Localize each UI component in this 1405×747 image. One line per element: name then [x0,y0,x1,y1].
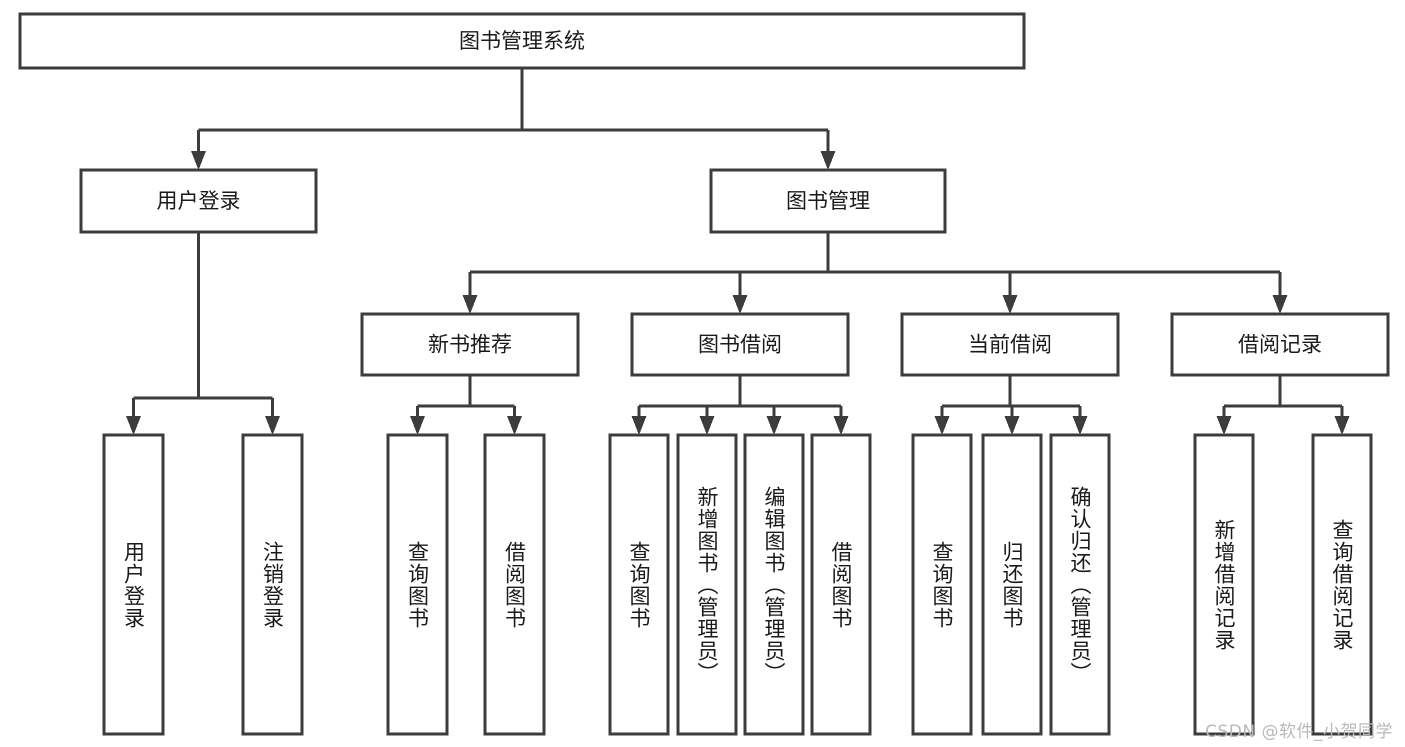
node-current-borrow[interactable]: 当前借阅 [900,312,1120,377]
arrow-head-nbr-borrow [507,416,522,435]
watermark-label: CSDN @软件_小贺同学 [1205,722,1393,742]
node-box-br-add[interactable] [1193,433,1255,736]
node-book-manage[interactable]: 图书管理 [709,168,947,234]
node-book-borrow[interactable]: 图书借阅 [630,312,850,377]
node-label-current-borrow: 当前借阅 [968,333,1052,357]
arrow-head-book-manage [820,151,836,170]
edge-group-user-login [126,232,280,435]
arrow-head-bb-borrow [833,416,849,435]
node-box-book-borrow[interactable] [630,312,850,377]
node-box-cb-query[interactable] [911,433,973,736]
arrow-head-cb-confirm [1072,416,1088,435]
arrow-head-bb-query [631,416,647,435]
edge-group-book-borrow [631,375,849,435]
node-bb-query[interactable] [608,433,670,736]
arrow-head-leaf-logout [265,416,280,435]
node-cb-return[interactable] [981,433,1043,736]
node-label-root: 图书管理系统 [459,29,585,53]
node-root[interactable]: 图书管理系统 [18,12,1026,70]
node-box-borrow-record[interactable] [1170,312,1390,377]
node-user-login[interactable]: 用户登录 [79,168,318,234]
arrow-head-bb-edit [766,416,782,435]
edge-group-root [191,68,836,170]
node-cb-confirm[interactable] [1049,433,1111,736]
arrow-head-leaf-user-login [126,416,141,435]
arrow-head-borrow-record [1272,295,1288,314]
node-box-br-query[interactable] [1311,433,1373,736]
edge-layer [126,68,1350,435]
node-box-leaf-logout[interactable] [241,433,304,736]
node-box-book-manage[interactable] [709,168,947,234]
node-leaf-user-login[interactable] [102,433,165,736]
node-nbr-borrow[interactable] [483,433,546,736]
node-leaf-logout[interactable] [241,433,304,736]
arrow-head-br-add [1216,416,1232,435]
node-box-current-borrow[interactable] [900,312,1120,377]
node-box-new-book-rec[interactable] [360,312,580,377]
node-label-new-book-rec: 新书推荐 [428,333,512,357]
node-label-user-login: 用户登录 [157,189,241,213]
node-bb-edit[interactable] [743,433,805,736]
node-label-borrow-record: 借阅记录 [1238,333,1322,357]
arrow-head-nbr-query [410,416,425,435]
edge-group-new-book-rec [410,375,522,435]
arrow-head-new-book-rec [462,295,478,314]
node-box-user-login[interactable] [79,168,318,234]
edge-group-borrow-record [1216,375,1350,435]
node-new-book-rec[interactable]: 新书推荐 [360,312,580,377]
node-label-book-borrow: 图书借阅 [698,333,782,357]
node-box-bb-query[interactable] [608,433,670,736]
arrow-head-bb-add [699,416,715,435]
node-box-cb-return[interactable] [981,433,1043,736]
node-box-cb-confirm[interactable] [1049,433,1111,736]
arrow-head-current-borrow [1002,295,1018,314]
node-br-add[interactable] [1193,433,1255,736]
node-bb-add[interactable] [676,433,738,736]
arrow-head-book-borrow [732,295,748,314]
node-nbr-query[interactable] [386,433,449,736]
node-box-leaf-user-login[interactable] [102,433,165,736]
arrow-head-user-login [191,151,206,170]
node-box-root[interactable] [18,12,1026,70]
arrow-head-cb-query [934,416,950,435]
arrow-head-cb-return [1004,416,1020,435]
arrow-head-br-query [1334,416,1350,435]
node-box-nbr-query[interactable] [386,433,449,736]
node-borrow-record[interactable]: 借阅记录 [1170,312,1390,377]
node-cb-query[interactable] [911,433,973,736]
node-br-query[interactable] [1311,433,1373,736]
edge-group-book-manage [462,232,1288,314]
node-bb-borrow[interactable] [810,433,872,736]
node-label-book-manage: 图书管理 [786,189,870,213]
node-box-bb-add[interactable] [676,433,738,736]
node-box-bb-edit[interactable] [743,433,805,736]
edge-group-current-borrow [934,375,1088,435]
node-box-nbr-borrow[interactable] [483,433,546,736]
node-box-bb-borrow[interactable] [810,433,872,736]
